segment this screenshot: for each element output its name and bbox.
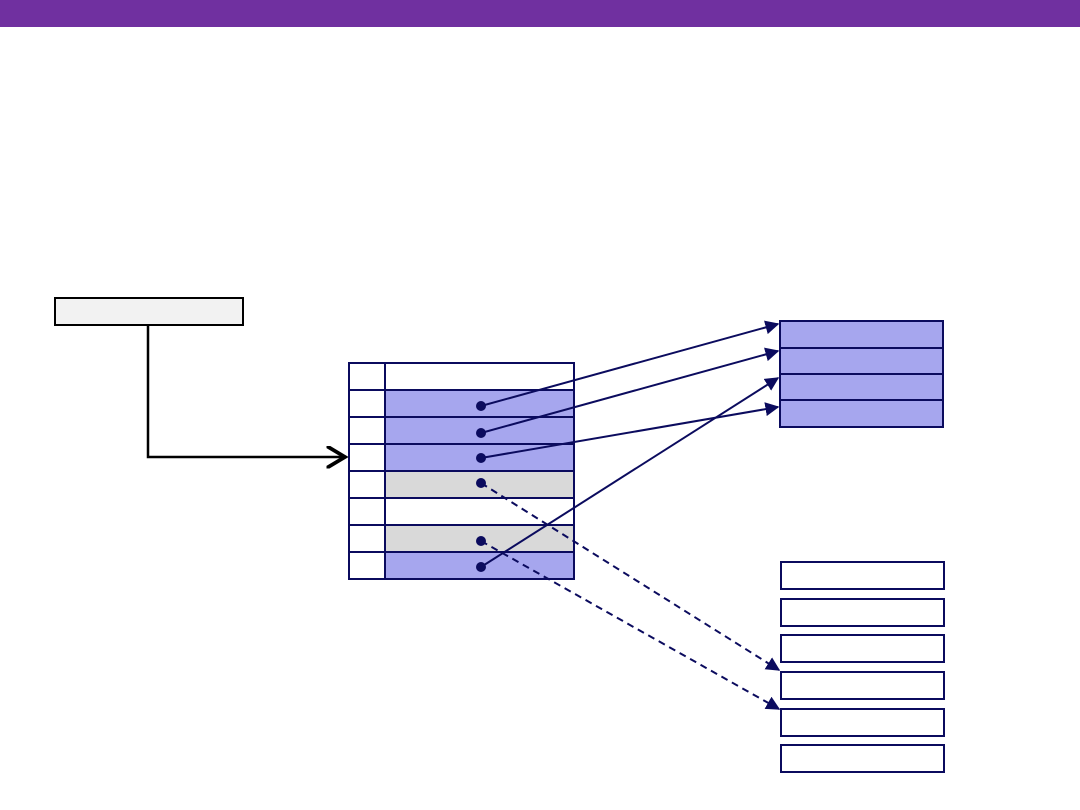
page-table-entry bbox=[386, 364, 573, 389]
disk-block-5 bbox=[780, 744, 945, 773]
page-table-entry bbox=[386, 418, 573, 443]
disk-block-3 bbox=[780, 671, 945, 700]
physical-memory-block-2 bbox=[779, 373, 944, 401]
title-bar bbox=[0, 0, 1080, 27]
page-table-entry bbox=[386, 499, 573, 524]
page-table-base-register bbox=[54, 297, 244, 326]
page-table-row-1 bbox=[350, 391, 573, 418]
physical-memory-block-1 bbox=[779, 347, 944, 375]
valid-bit-cell bbox=[350, 472, 386, 497]
disk-block-2 bbox=[780, 634, 945, 663]
page-table-entry bbox=[386, 472, 573, 497]
valid-bit-cell bbox=[350, 445, 386, 470]
page-table-row-6 bbox=[350, 526, 573, 553]
page-table-entry bbox=[386, 445, 573, 470]
disk-block-4 bbox=[780, 708, 945, 737]
valid-bit-cell bbox=[350, 418, 386, 443]
valid-bit-cell bbox=[350, 499, 386, 524]
disk-block-1 bbox=[780, 598, 945, 627]
physical-memory-block-0 bbox=[779, 320, 944, 349]
page-table-row-0 bbox=[350, 364, 573, 391]
page-table-entry bbox=[386, 391, 573, 416]
valid-bit-cell bbox=[350, 526, 386, 551]
page-table bbox=[348, 362, 575, 580]
page-table-row-4 bbox=[350, 472, 573, 499]
page-table-row-3 bbox=[350, 445, 573, 472]
page-table-entry bbox=[386, 553, 573, 578]
page-table-row-5 bbox=[350, 499, 573, 526]
base-register-arrow bbox=[146, 326, 345, 457]
valid-bit-cell bbox=[350, 553, 386, 578]
valid-bit-cell bbox=[350, 391, 386, 416]
valid-bit-cell bbox=[350, 364, 386, 389]
page-table-row-7 bbox=[350, 553, 573, 578]
disk-block-0 bbox=[780, 561, 945, 590]
page-table-row-2 bbox=[350, 418, 573, 445]
page-table-entry bbox=[386, 526, 573, 551]
physical-memory-block-3 bbox=[779, 399, 944, 428]
